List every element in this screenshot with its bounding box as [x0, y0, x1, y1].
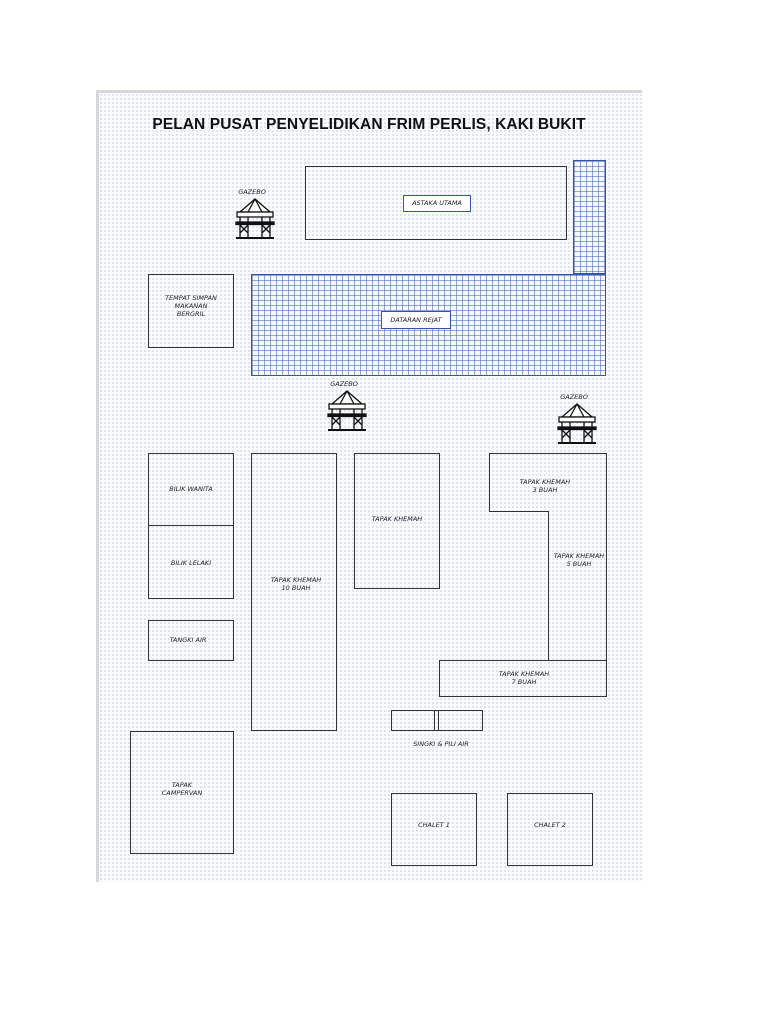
bilik-lelaki-area — [148, 525, 234, 599]
bilik-wanita-label: BILIK WANITA — [169, 485, 213, 493]
singki-label: SINGKI & PILI AIR — [413, 740, 469, 748]
walkway-strip — [573, 160, 606, 274]
map-title: PELAN PUSAT PENYELIDIKAN FRIM PERLIS, KA… — [152, 116, 586, 133]
tempat-simpan-area — [148, 274, 234, 348]
gazebo-icon — [235, 198, 275, 239]
chalet-2-area — [507, 793, 593, 866]
gazebo-label-3: GAZEBO — [560, 393, 588, 401]
tapak-khemah-label: TAPAK KHEMAH — [371, 515, 423, 523]
chalet-2-label: CHALET 2 — [534, 821, 566, 829]
tapak-khemah-5-label: TAPAK KHEMAH 5 BUAH — [553, 552, 605, 568]
gazebo-icon — [327, 390, 367, 431]
dataran-rejat-label: DATARAN REJAT — [381, 311, 451, 329]
tapak-khemah-3-label: TAPAK KHEMAH 3 BUAH — [519, 478, 571, 494]
bilik-lelaki-label: BILIK LELAKI — [170, 559, 212, 567]
tapak-campervan-area — [130, 731, 234, 854]
tempat-simpan-label: TEMPAT SIMPAN MAKANAN BERGRIL — [165, 294, 217, 318]
tapak-khemah-area — [354, 453, 440, 589]
astaka-utama-area — [305, 166, 567, 240]
tapak-khemah-10-area — [251, 453, 337, 731]
gazebo-icon — [557, 403, 597, 444]
tangki-air-area — [148, 620, 234, 661]
tapak-khemah-10-label: TAPAK KHEMAH 10 BUAH — [270, 576, 322, 592]
chalet-1-label: CHALET 1 — [418, 821, 450, 829]
chalet-1-area — [391, 793, 477, 866]
tapak-khemah-7-label: TAPAK KHEMAH 7 BUAH — [498, 670, 550, 686]
tapak-campervan-label: TAPAK CAMPERVAN — [161, 781, 203, 797]
tangki-air-label: TANGKI AIR — [169, 636, 207, 644]
astaka-utama-label: ASTAKA UTAMA — [403, 195, 471, 212]
gazebo-label-1: GAZEBO — [238, 188, 266, 196]
gazebo-label-2: GAZEBO — [330, 380, 358, 388]
